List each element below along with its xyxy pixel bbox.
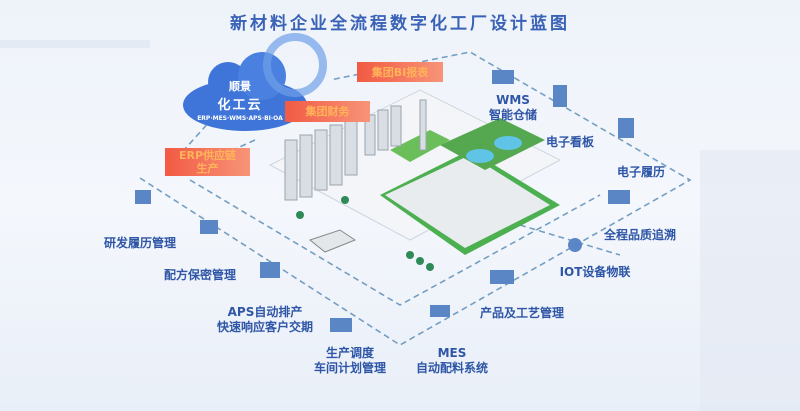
- product-label: 产品及工艺管理: [479, 306, 565, 320]
- wms-subtitle: 智能仓储: [488, 108, 538, 122]
- page-title: 新材料企业全流程数字化工厂设计蓝图: [230, 14, 570, 34]
- cloud-modules: ERP·MES·WMS·APS·BI·OA: [197, 115, 283, 122]
- cloud-platform: 顺景 化工云 ERP·MES·WMS·APS·BI·OA: [180, 78, 300, 122]
- aps-title: APS自动排产: [227, 305, 303, 319]
- aps-subtitle: 快速响应客户交期: [216, 320, 314, 334]
- board-label: 电子看板: [545, 135, 595, 149]
- bi-report-label: 集团BI报表: [371, 65, 429, 79]
- erp-supply-box: ERP供应链生产: [165, 148, 250, 176]
- schedule-subtitle: 车间计划管理: [313, 361, 387, 375]
- cloud-brand: 顺景: [229, 80, 251, 93]
- aps-label: APS自动排产快速响应客户交期: [217, 305, 313, 335]
- mes-subtitle: 自动配料系统: [415, 361, 489, 375]
- wms-title: WMS: [496, 93, 530, 107]
- cloud-icon: [183, 33, 327, 131]
- schedule-label: 生产调度车间计划管理: [314, 346, 386, 376]
- quality-label: 全程品质追溯: [603, 228, 677, 242]
- erp-label: ERP供应链: [178, 149, 237, 162]
- schedule-title: 生产调度: [325, 346, 375, 360]
- finance-label: 集团财务: [305, 105, 350, 118]
- iot-label: IOT设备物联: [559, 265, 631, 279]
- production-label: 生产: [196, 162, 219, 175]
- cloud-name: 化工云: [217, 98, 263, 113]
- mes-title: MES: [437, 346, 467, 360]
- factory-illustration: [135, 70, 634, 332]
- formula-label: 配方保密管理: [163, 268, 237, 282]
- record-label: 电子履历: [616, 165, 666, 179]
- finance-box: 集团财务: [285, 101, 370, 122]
- rnd-label: 研发履历管理: [103, 236, 177, 250]
- bi-report-box: 集团BI报表: [357, 62, 443, 82]
